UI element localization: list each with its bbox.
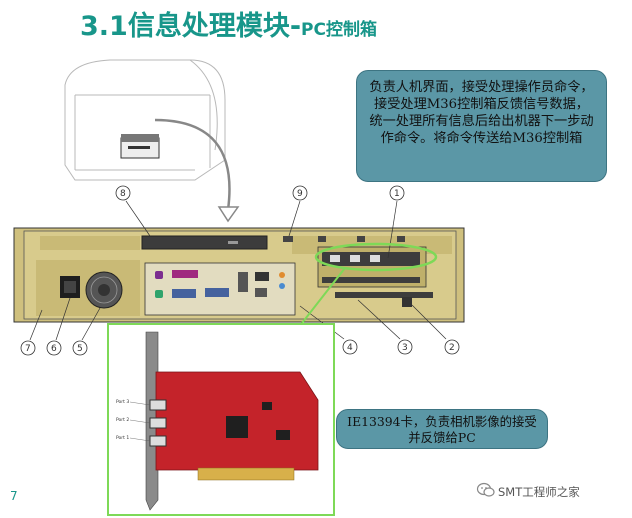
card-photo: Port 3 Port 2 Port 1 (107, 323, 335, 516)
callout-number-7: 7 (25, 344, 31, 354)
callout-number-6: 6 (51, 344, 57, 354)
callout-6: 6 (46, 297, 71, 356)
card-port-label: Port 2 (116, 417, 129, 423)
callout-8: 8 (115, 185, 151, 237)
callout-number-1: 1 (394, 189, 400, 199)
callout-4: 4 (299, 305, 358, 355)
callout-3: 3 (357, 299, 413, 355)
slide-title: 3.1信息处理模块-PC控制箱 (80, 4, 377, 43)
page-number: 7 (10, 489, 18, 503)
callout-7: 7 (20, 309, 43, 356)
callout-9: 9 (288, 185, 308, 237)
callout-1: 1 (387, 185, 405, 259)
slide-title-sub: PC控制箱 (301, 20, 377, 40)
card-port-label: Port 3 (116, 399, 129, 405)
callout-5: 5 (72, 307, 101, 356)
slide-title-main: 3.1信息处理模块- (80, 11, 302, 42)
card-port-label: Port 1 (116, 435, 129, 441)
callout-2: 2 (411, 304, 460, 355)
machine-sketch (64, 59, 226, 181)
pc-box-in-machine (120, 134, 160, 159)
callout-number-8: 8 (120, 189, 126, 199)
callout-number-9: 9 (297, 189, 303, 199)
callout-pc-description: 负责人机界面，接受处理操作员命令，接受处理M36控制箱反馈信号数据，统一处理所有… (356, 70, 607, 182)
callout-numbers: 1 2 3 4 5 6 7 8 9 (20, 185, 460, 356)
callout-number-5: 5 (77, 344, 83, 354)
callout-number-3: 3 (402, 343, 408, 353)
curved-arrow (154, 118, 240, 223)
brand-label: SMT工程师之家 (498, 485, 580, 499)
callout-number-2: 2 (449, 343, 455, 353)
wechat-icon (476, 482, 495, 497)
callout-number-4: 4 (347, 343, 353, 353)
pc-chassis (13, 227, 465, 323)
callout-card-description: IE13394卡，负责相机影像的接受并反馈给PC (336, 409, 548, 449)
